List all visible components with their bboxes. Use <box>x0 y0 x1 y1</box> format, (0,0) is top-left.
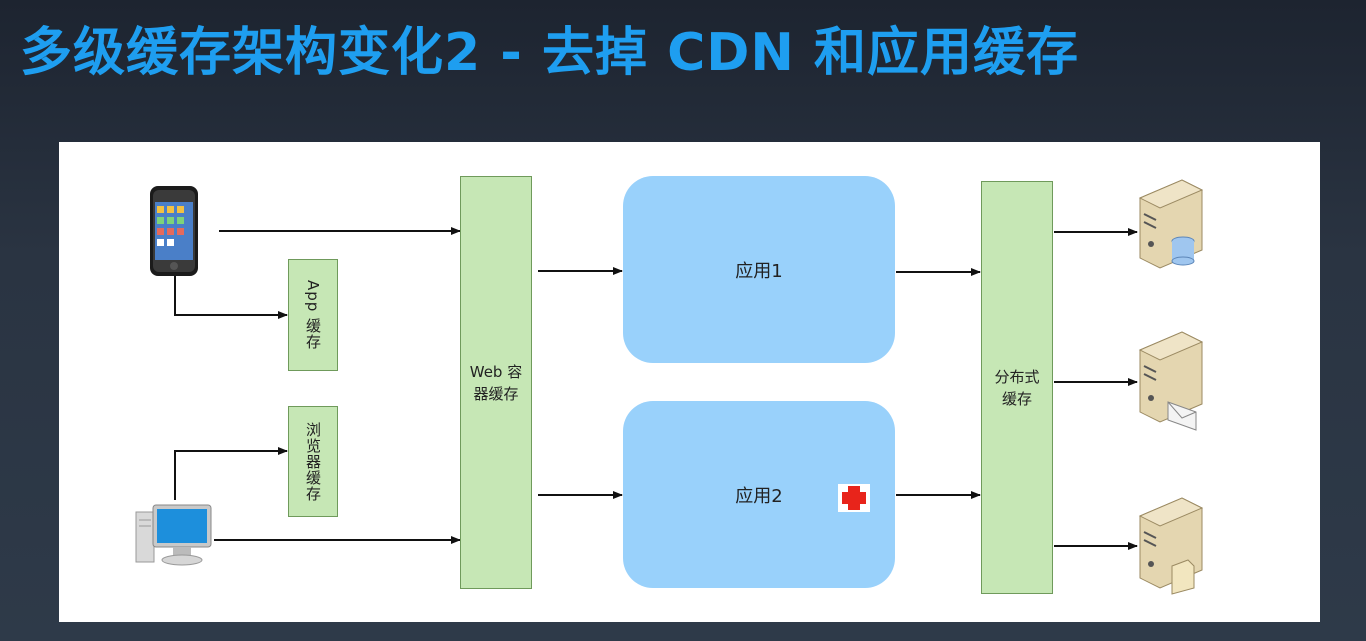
web-container-cache-label: Web 容器缓存 <box>469 362 523 403</box>
desktop-computer-icon <box>135 504 212 566</box>
distributed-cache-label: 分布式缓存 <box>994 367 1040 408</box>
app1-box: 应用1 <box>623 176 895 363</box>
arrow-phone-to-app-cache <box>174 276 288 319</box>
app1-label: 应用1 <box>735 260 783 282</box>
page-title: 多级缓存架构变化2 - 去掉 CDN 和应用缓存 <box>20 23 1080 83</box>
server-mail-icon <box>1138 331 1204 431</box>
app2-label: 应用2 <box>735 485 783 507</box>
server-file-icon <box>1138 497 1204 595</box>
app-cache-box: App 缓存 <box>288 259 338 371</box>
browser-cache-box: 浏览器缓存 <box>288 406 338 517</box>
mobile-phone-icon <box>150 186 198 276</box>
red-cross-icon <box>838 484 870 512</box>
app-cache-label: App 缓存 <box>304 279 322 351</box>
distributed-cache-box: 分布式缓存 <box>981 181 1053 594</box>
browser-cache-label: 浏览器缓存 <box>304 421 322 502</box>
arrow-desktop-to-browser-cache <box>174 447 288 500</box>
web-container-cache-box: Web 容器缓存 <box>460 176 532 589</box>
server-database-icon <box>1138 179 1204 269</box>
